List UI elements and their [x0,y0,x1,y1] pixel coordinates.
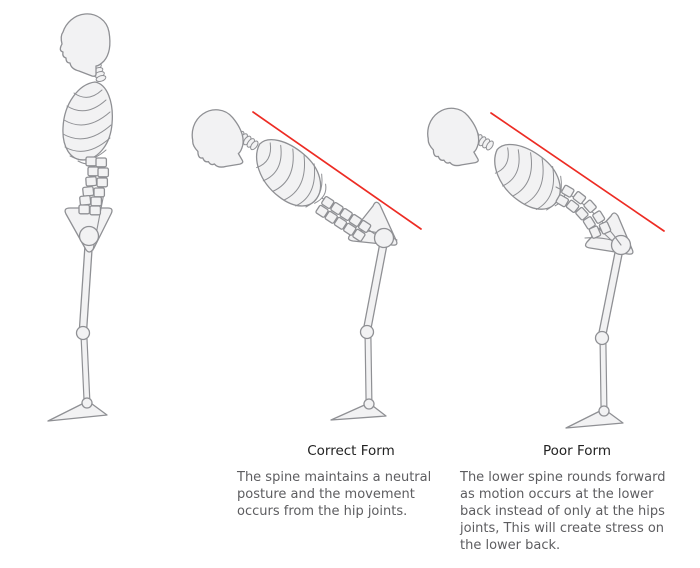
spine-alignment-line [252,111,422,230]
correct-form-title: Correct Form [307,443,395,459]
ribcage [479,134,577,221]
tibia-bone [599,339,608,414]
standing-skeleton-figure [47,13,113,422]
femur-bone [78,235,94,335]
knee-joint [594,330,610,346]
spine-alignment-line [490,112,665,232]
knee-joint [359,324,375,340]
skull [59,13,111,77]
poor-form-description: The lower spine rounds forward as motion… [460,470,666,553]
foot [565,408,624,429]
foot [330,402,387,421]
femur-bone [597,241,625,341]
ankle-joint [598,405,610,417]
knee-joint [75,325,91,341]
hip-joint [78,225,100,247]
foot [47,400,108,422]
tibia-bone [80,333,91,406]
tibia-bone [364,333,373,407]
poor-form-skeleton-figure [416,99,665,429]
lumbar-vertebrae [315,195,372,242]
lumbar-vertebrae [554,184,612,240]
correct-form-skeleton-figure [180,100,422,421]
ankle-joint [81,397,93,409]
poor-form-title: Poor Form [542,443,612,459]
correct-form-description: The spine maintains a neutral posture an… [237,470,432,519]
ribcage [62,81,113,165]
ankle-joint [363,398,375,410]
hip-joint [373,227,395,249]
femur-bone [362,236,389,335]
lumbar-vertebrae [78,156,110,216]
